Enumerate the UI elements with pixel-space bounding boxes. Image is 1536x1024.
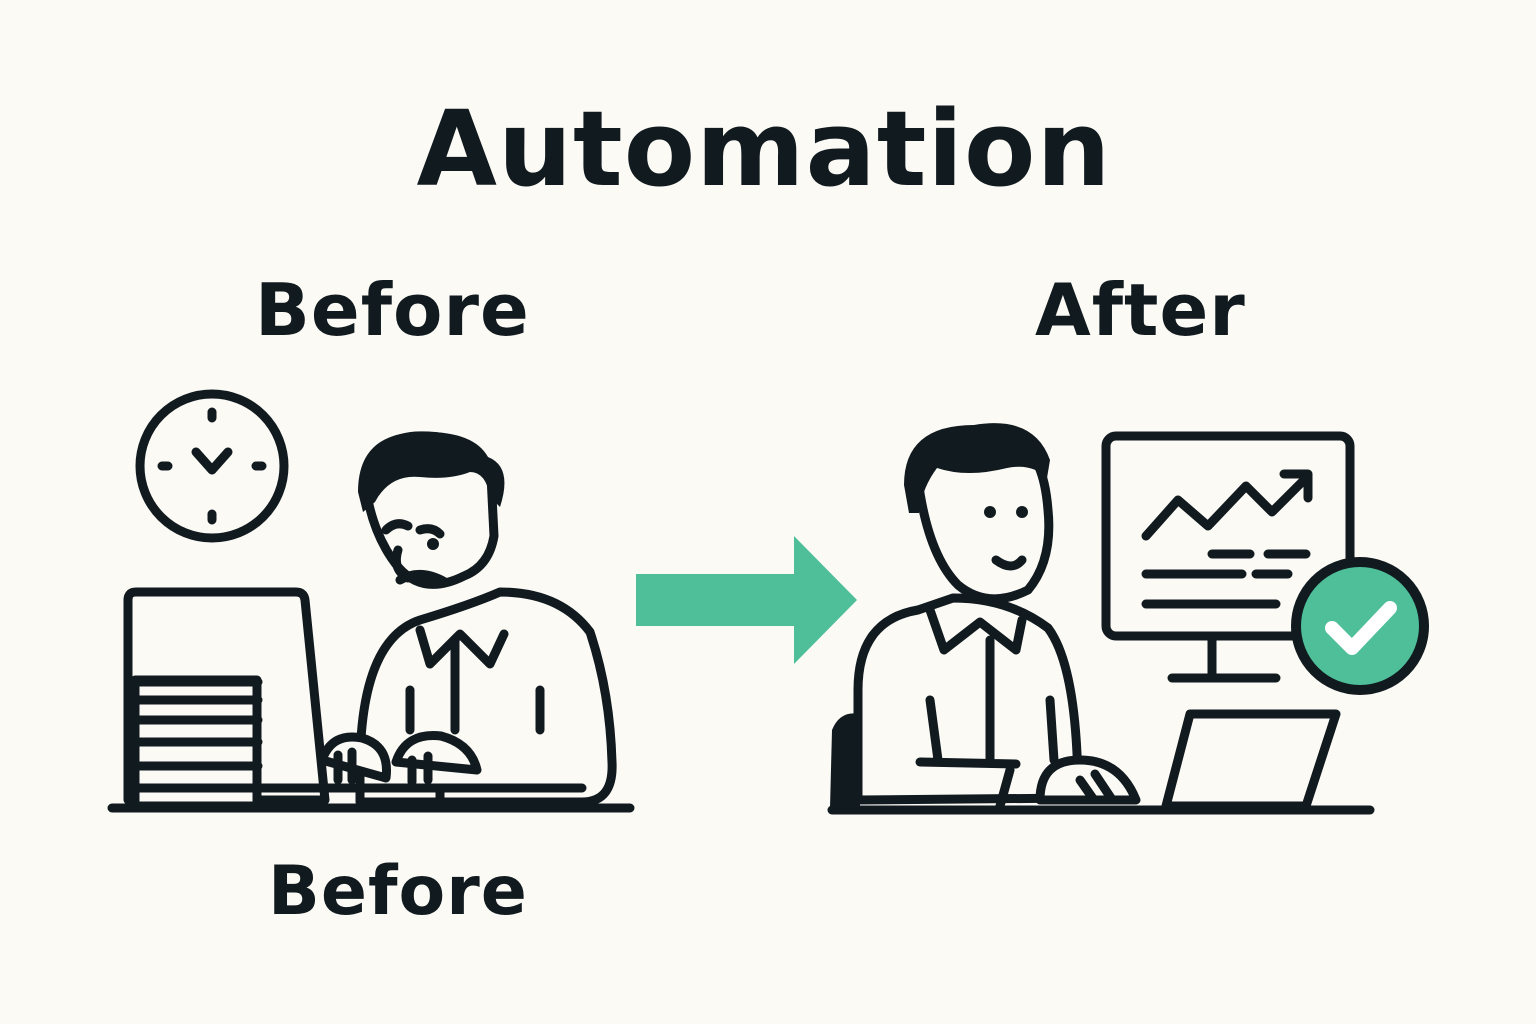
paper-stack: [125, 675, 263, 811]
before-caption: Before: [268, 852, 528, 931]
arrow-right-icon: [636, 536, 857, 664]
page-title: Automation: [416, 88, 1112, 210]
before-heading: Before: [255, 268, 530, 352]
trend-chart-icon: [1141, 469, 1313, 609]
check-circle-icon: [1291, 557, 1429, 695]
stressed-worker: [317, 431, 617, 807]
chair: [830, 713, 860, 808]
before-desk: [107, 783, 635, 813]
after-heading: After: [1035, 268, 1246, 352]
happy-worker: [853, 423, 1141, 811]
laptop: [1161, 709, 1341, 811]
monitor: [1101, 431, 1355, 683]
clock-icon: [135, 389, 289, 543]
